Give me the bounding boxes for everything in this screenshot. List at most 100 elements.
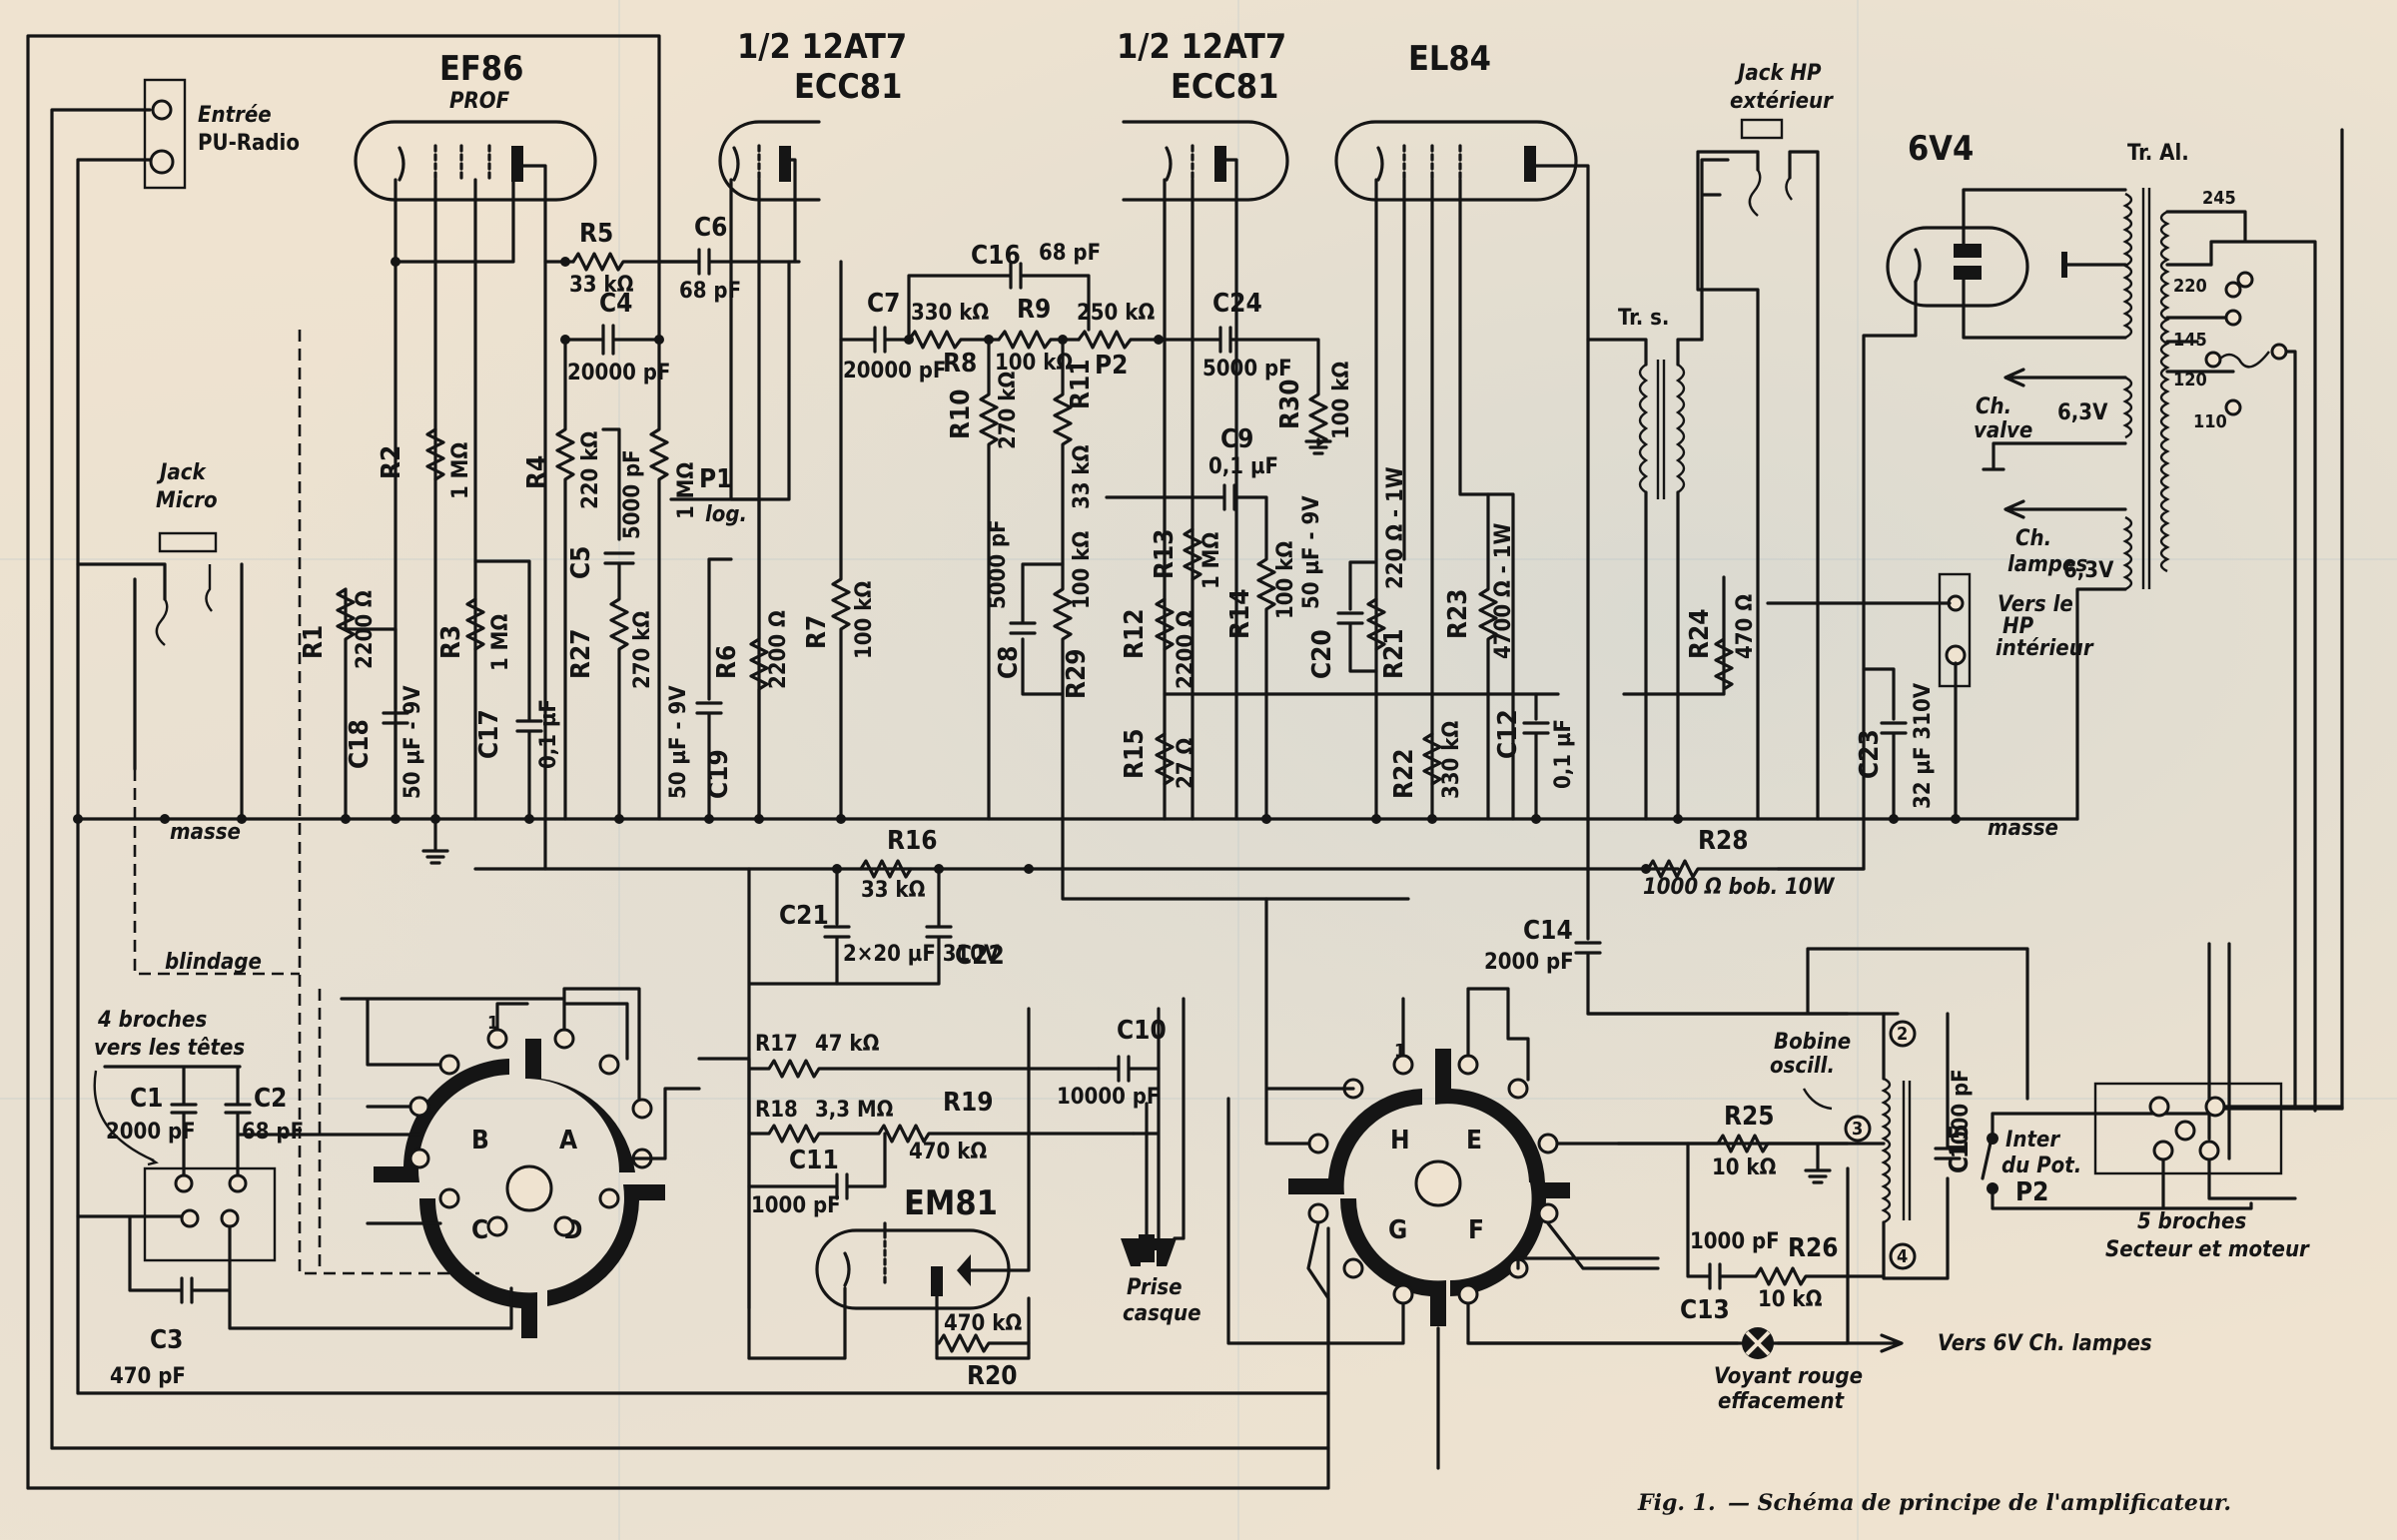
r16-ref: R16 bbox=[887, 826, 938, 856]
oscillator-coil: 2 3 4 1000 pF C15 Bobine oscill. R25 10 … bbox=[1586, 947, 2029, 1325]
bobine-label-1: Bobine bbox=[1774, 1030, 1851, 1055]
tube-em81: EM81 470 kΩ R20 bbox=[747, 1007, 1031, 1391]
inter-label-1: Inter bbox=[2005, 1128, 2060, 1153]
ch-lampes-label-2: lampes bbox=[2007, 552, 2087, 577]
masse-label-right: masse bbox=[1988, 816, 2058, 841]
r17-label: R17 bbox=[755, 1032, 798, 1057]
r9-ref: R9 bbox=[1017, 295, 1051, 325]
coupling-c14: C14 2000 pF bbox=[1484, 817, 1850, 1016]
switch-right-pos: 1 bbox=[1394, 1041, 1405, 1062]
r21-ref: R21 bbox=[1379, 628, 1409, 679]
headphone-jack[interactable]: Prise casque bbox=[1121, 997, 1201, 1326]
tube-el84-name: EL84 bbox=[1408, 39, 1491, 79]
r6-ref: R6 bbox=[712, 645, 742, 679]
c13-value: 1000 pF bbox=[1690, 1229, 1780, 1254]
c8-value: 5000 pF bbox=[986, 519, 1011, 609]
masse-label-left: masse bbox=[170, 820, 241, 845]
jack-hp-label-2: extérieur bbox=[1730, 89, 1834, 114]
ch-lampes-voltage: 6,3V bbox=[2063, 558, 2114, 583]
jack-micro[interactable]: Jack Micro bbox=[76, 460, 244, 821]
tube-ecc81-first: 1/2 12AT7 ECC81 R6 2200 Ω C19 50 µF - 9V… bbox=[666, 27, 907, 821]
heads-label-2: vers les têtes bbox=[94, 1036, 245, 1061]
selector-switch-left[interactable]: B A C D 1 bbox=[340, 987, 701, 1338]
mains-connector[interactable]: Inter du Pot. P2 5 broches Secteur et mo… bbox=[1981, 128, 2344, 1262]
ch-lampes-label-1: Ch. bbox=[2015, 526, 2051, 551]
r20-ref: R20 bbox=[967, 1361, 1018, 1391]
c11-ref: C11 bbox=[789, 1146, 839, 1175]
tap-145: 145 bbox=[2173, 330, 2207, 351]
r27-ref: R27 bbox=[566, 628, 596, 679]
switch-left-b: B bbox=[471, 1126, 489, 1155]
r19-ref: R19 bbox=[943, 1088, 994, 1118]
r3-value: 1 MΩ bbox=[488, 614, 513, 671]
c18-value: 50 µF - 9V bbox=[400, 685, 425, 799]
switch-left-pos: 1 bbox=[487, 1013, 498, 1034]
r5-value: 33 kΩ bbox=[569, 273, 634, 298]
input-connector[interactable]: Entrée PU-Radio bbox=[143, 78, 300, 190]
indicator-lamp: Voyant rouge effacement Vers 6V Ch. lamp… bbox=[1466, 1327, 2152, 1414]
ground-bus: masse masse bbox=[76, 816, 2079, 845]
r14-value: 100 kΩ bbox=[1273, 541, 1298, 619]
prise-casque-label-2: casque bbox=[1123, 1301, 1201, 1326]
stage1-coupling: R5 33 kΩ C6 68 pF C4 20000 pF bbox=[543, 213, 801, 385]
c19-value: 50 µF - 9V bbox=[666, 685, 691, 799]
r29-ref: R29 bbox=[1062, 648, 1092, 699]
c17-value: 0,1 µF bbox=[536, 699, 561, 769]
c21-value: 2×20 µF 310V bbox=[843, 942, 1000, 967]
tube-ecc81-first-name: ECC81 bbox=[794, 67, 902, 107]
shielding: blindage bbox=[133, 330, 479, 1275]
r27-value: 270 kΩ bbox=[630, 611, 655, 689]
c3-ref: C3 bbox=[150, 1325, 183, 1355]
r30-value: 100 kΩ bbox=[1329, 362, 1354, 439]
indicator-network: R17 47 kΩ R18 3,3 MΩ R19 470 kΩ C11 1000… bbox=[697, 1007, 1167, 1310]
c20-value: 50 µF - 9V bbox=[1299, 495, 1324, 609]
tap-245: 245 bbox=[2202, 188, 2236, 209]
c2-ref: C2 bbox=[254, 1084, 287, 1114]
jack-micro-label-1: Jack bbox=[156, 460, 207, 485]
r28-value: 1000 Ω bob. 10W bbox=[1643, 875, 1836, 900]
tube-ef86-name: EF86 bbox=[439, 49, 523, 89]
switch-left-a: A bbox=[559, 1126, 577, 1155]
c6-ref: C6 bbox=[694, 213, 727, 243]
r25-ref: R25 bbox=[1724, 1102, 1775, 1132]
p1-ref: P1 bbox=[699, 464, 732, 494]
input-label-2: PU-Radio bbox=[198, 131, 300, 156]
c14-ref: C14 bbox=[1523, 916, 1573, 946]
r12-ref: R12 bbox=[1120, 608, 1150, 659]
r1-value: 2200 Ω bbox=[353, 590, 378, 669]
r9-value: 100 kΩ bbox=[995, 351, 1073, 376]
tral-label: Tr. Al. bbox=[2127, 141, 2189, 166]
r12-value: 2200 Ω bbox=[1174, 610, 1198, 689]
r24-ref: R24 bbox=[1685, 608, 1715, 659]
switch-left-c: C bbox=[471, 1215, 488, 1245]
r13-value: 1 MΩ bbox=[1199, 532, 1224, 589]
r24-value: 470 Ω bbox=[1733, 594, 1758, 659]
tube-6v4: 6V4 bbox=[1862, 129, 2127, 342]
tube-6v4-name: 6V4 bbox=[1908, 129, 1974, 169]
c1-value: 2000 pF bbox=[106, 1120, 196, 1145]
jack-hp-exterieur[interactable]: Jack HP extérieur bbox=[1696, 61, 1834, 821]
r29-value: 100 kΩ bbox=[1070, 531, 1095, 609]
r17-value: 47 kΩ bbox=[815, 1032, 880, 1057]
r4-ref: R4 bbox=[522, 455, 552, 489]
c24-value: 5000 pF bbox=[1202, 357, 1292, 382]
c1-ref: C1 bbox=[130, 1084, 163, 1114]
c14-value: 2000 pF bbox=[1484, 950, 1574, 975]
c7-ref: C7 bbox=[867, 289, 900, 319]
r28-ref: R28 bbox=[1698, 826, 1749, 856]
ch-valve-label-2: valve bbox=[1974, 418, 2032, 443]
head-connector[interactable]: 4 broches vers les têtes C1 2000 pF C2 6… bbox=[76, 1008, 513, 1389]
ch-valve-voltage: 6,3V bbox=[2057, 400, 2108, 425]
r6-value: 2200 Ω bbox=[766, 610, 791, 689]
r18-value: 3,3 MΩ bbox=[815, 1098, 894, 1123]
selector-switch-right[interactable]: H E G F 1 bbox=[1226, 897, 1850, 1470]
tap-110: 110 bbox=[2193, 411, 2227, 432]
tube-ecc81-first-half: 1/2 12AT7 bbox=[737, 27, 907, 67]
coil-pin-4: 4 bbox=[1897, 1246, 1908, 1267]
hp-interieur-label-3: intérieur bbox=[1996, 636, 2094, 661]
voyant-label-1: Voyant rouge bbox=[1714, 1364, 1863, 1389]
secteur-label-2: Secteur et moteur bbox=[2105, 1237, 2310, 1262]
tube-ef86-role: PROF bbox=[449, 89, 510, 114]
r20-value: 470 kΩ bbox=[944, 1311, 1022, 1336]
r26-value: 10 kΩ bbox=[1758, 1287, 1823, 1312]
